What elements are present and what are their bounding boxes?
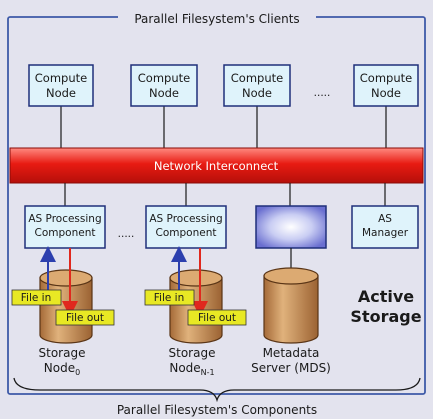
compute-node-2: Compute Node <box>130 64 198 107</box>
storage-node-n-1-name: Node <box>169 361 200 375</box>
compute-node-1-line2: Node <box>46 86 76 100</box>
file-in-tag-2: File in <box>144 289 195 306</box>
network-interconnect: Network Interconnect <box>9 147 424 184</box>
storage-node-n-1-line2: NodeN-1 <box>169 361 214 377</box>
storage-node-0-name: Node <box>44 361 75 375</box>
network-label: Network Interconnect <box>154 159 279 173</box>
as-processing-component-1-line1: AS Processing <box>28 213 101 225</box>
mds-label-line1: Metadata <box>263 346 320 360</box>
file-out-label-2: File out <box>198 312 236 324</box>
compute-node-3-line2: Node <box>242 86 272 100</box>
storage-node-n-1-line1: Storage <box>169 346 216 360</box>
compute-node-2-line1: Compute <box>138 71 190 85</box>
active-storage-line1: Active <box>358 287 414 306</box>
clients-title: Parallel Filesystem's Clients <box>134 12 299 26</box>
compute-node-4-line2: Node <box>371 86 401 100</box>
storage-node-0-subscript: 0 <box>75 368 80 377</box>
components-title: Parallel Filesystem's Components <box>117 403 317 417</box>
compute-node-3-line1: Compute <box>231 71 283 85</box>
compute-node-1: Compute Node <box>28 64 94 107</box>
compute-node-4: Compute Node <box>353 64 419 107</box>
storage-node-n-1-subscript: N-1 <box>201 368 215 377</box>
as-manager-line1: AS <box>378 213 392 225</box>
as-manager-line2: Manager <box>362 227 409 239</box>
file-out-tag-1: File out <box>55 309 115 326</box>
compute-node-2-line2: Node <box>149 86 179 100</box>
components-brace <box>13 377 421 403</box>
as-processing-component-1: AS Processing Component <box>24 205 106 249</box>
storage-node-0-line2: Node0 <box>44 361 80 377</box>
file-in-label-1: File in <box>21 292 51 304</box>
storage-node-n-1-cylinder <box>169 269 223 344</box>
compute-connectors <box>60 106 387 148</box>
mds-node-box <box>255 205 327 249</box>
compute-ellipsis: ..... <box>314 87 331 99</box>
file-in-tag-1: File in <box>11 289 62 306</box>
file-in-label-2: File in <box>154 292 184 304</box>
mds-label-line2: Server (MDS) <box>251 361 331 375</box>
as-manager-box: AS Manager <box>351 205 419 249</box>
file-out-tag-2: File out <box>187 309 247 326</box>
compute-node-4-line1: Compute <box>360 71 412 85</box>
as-processing-component-1-line2: Component <box>35 227 96 239</box>
as-processing-component-2-line1: AS Processing <box>149 213 222 225</box>
compute-node-3: Compute Node <box>223 64 291 107</box>
as-processing-component-2-line2: Component <box>156 227 217 239</box>
clients-title-backing <box>118 8 316 28</box>
mds-cylinder <box>263 267 319 344</box>
as-processing-component-2: AS Processing Component <box>145 205 227 249</box>
compute-node-1-line1: Compute <box>35 71 87 85</box>
active-storage-line2: Storage <box>350 307 421 326</box>
storage-node-0-line1: Storage <box>39 346 86 360</box>
processing-ellipsis: ..... <box>118 228 135 240</box>
component-connectors <box>64 183 386 206</box>
file-out-label-1: File out <box>66 312 104 324</box>
